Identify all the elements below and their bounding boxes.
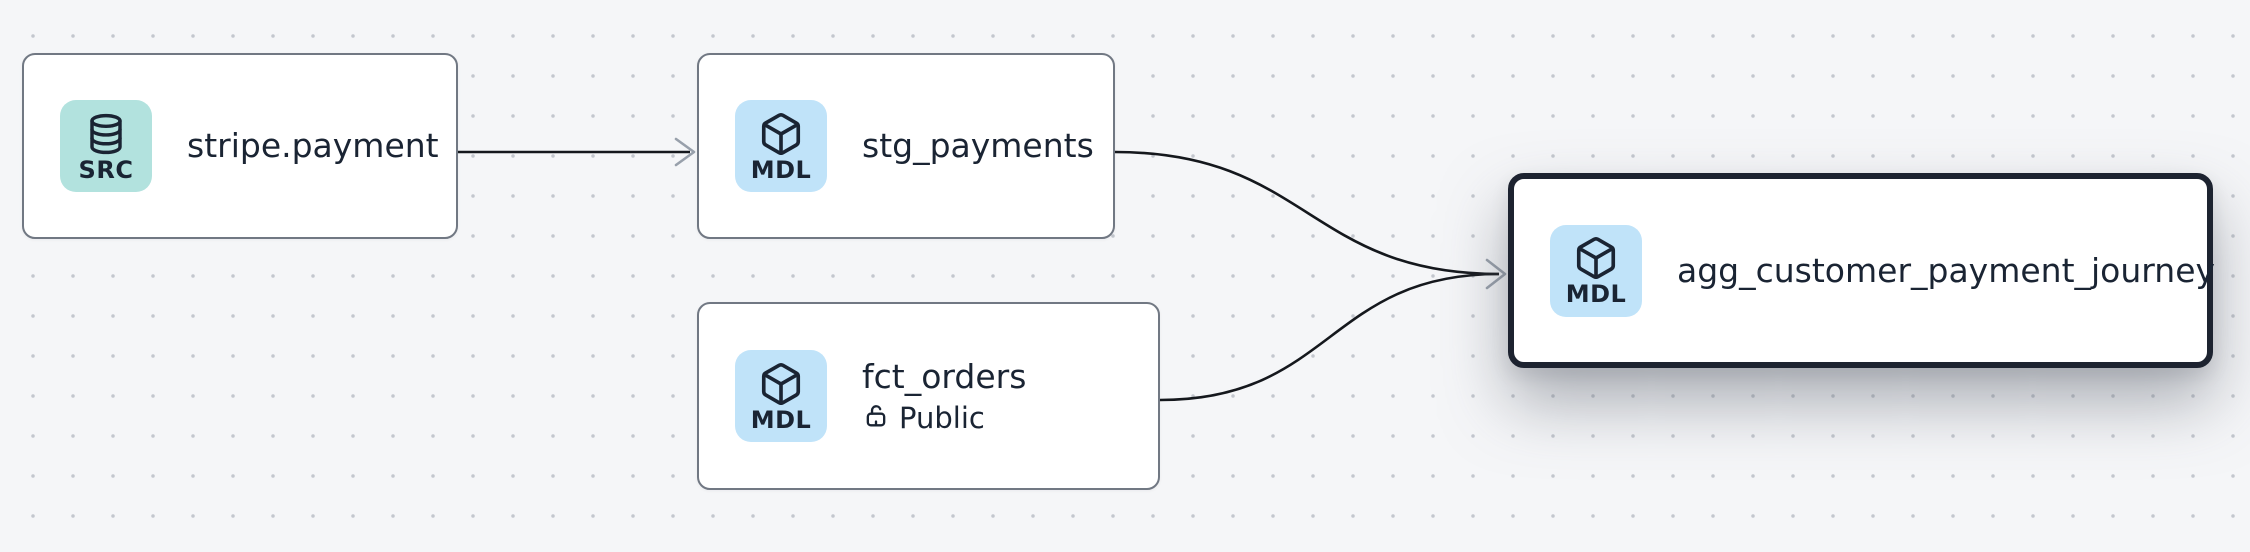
arrowhead-into-agg-customer-payment-journey (1485, 258, 1507, 290)
cube-icon (758, 361, 804, 407)
model-badge: MDL (1550, 224, 1642, 317)
source-badge: SRC (60, 100, 152, 192)
model-badge: MDL (735, 100, 827, 192)
node-agg-customer-payment-journey[interactable]: MDL agg_customer_payment_journey (1508, 173, 2216, 368)
node-title: stripe.payment (187, 126, 439, 166)
node-fct-orders[interactable]: MDL fct_orders Public (697, 302, 1160, 490)
badge-label: SRC (78, 155, 134, 184)
edge-fct-orders-to-agg-customer-payment-journey[interactable] (1159, 272, 1500, 402)
node-title: fct_orders (862, 356, 1027, 396)
node-stg-payments[interactable]: MDL stg_payments (697, 53, 1115, 239)
node-title: stg_payments (862, 126, 1094, 166)
cube-icon (758, 111, 804, 157)
edge-stg-payments-to-agg-customer-payment-journey[interactable] (1114, 150, 1500, 276)
arrowhead-into-stg-payments (674, 137, 696, 167)
lock-open-icon (862, 402, 890, 434)
access-badge: Public (862, 402, 1026, 434)
badge-label: MDL (750, 405, 812, 434)
cube-icon (1573, 235, 1619, 281)
badge-label: MDL (1565, 280, 1627, 308)
node-stripe-payment[interactable]: SRC stripe.payment (22, 53, 458, 239)
access-label: Public (899, 400, 985, 435)
model-badge: MDL (735, 350, 827, 442)
badge-label: MDL (750, 155, 812, 184)
database-icon (83, 111, 129, 157)
node-title: agg_customer_payment_journey (1677, 250, 2216, 290)
